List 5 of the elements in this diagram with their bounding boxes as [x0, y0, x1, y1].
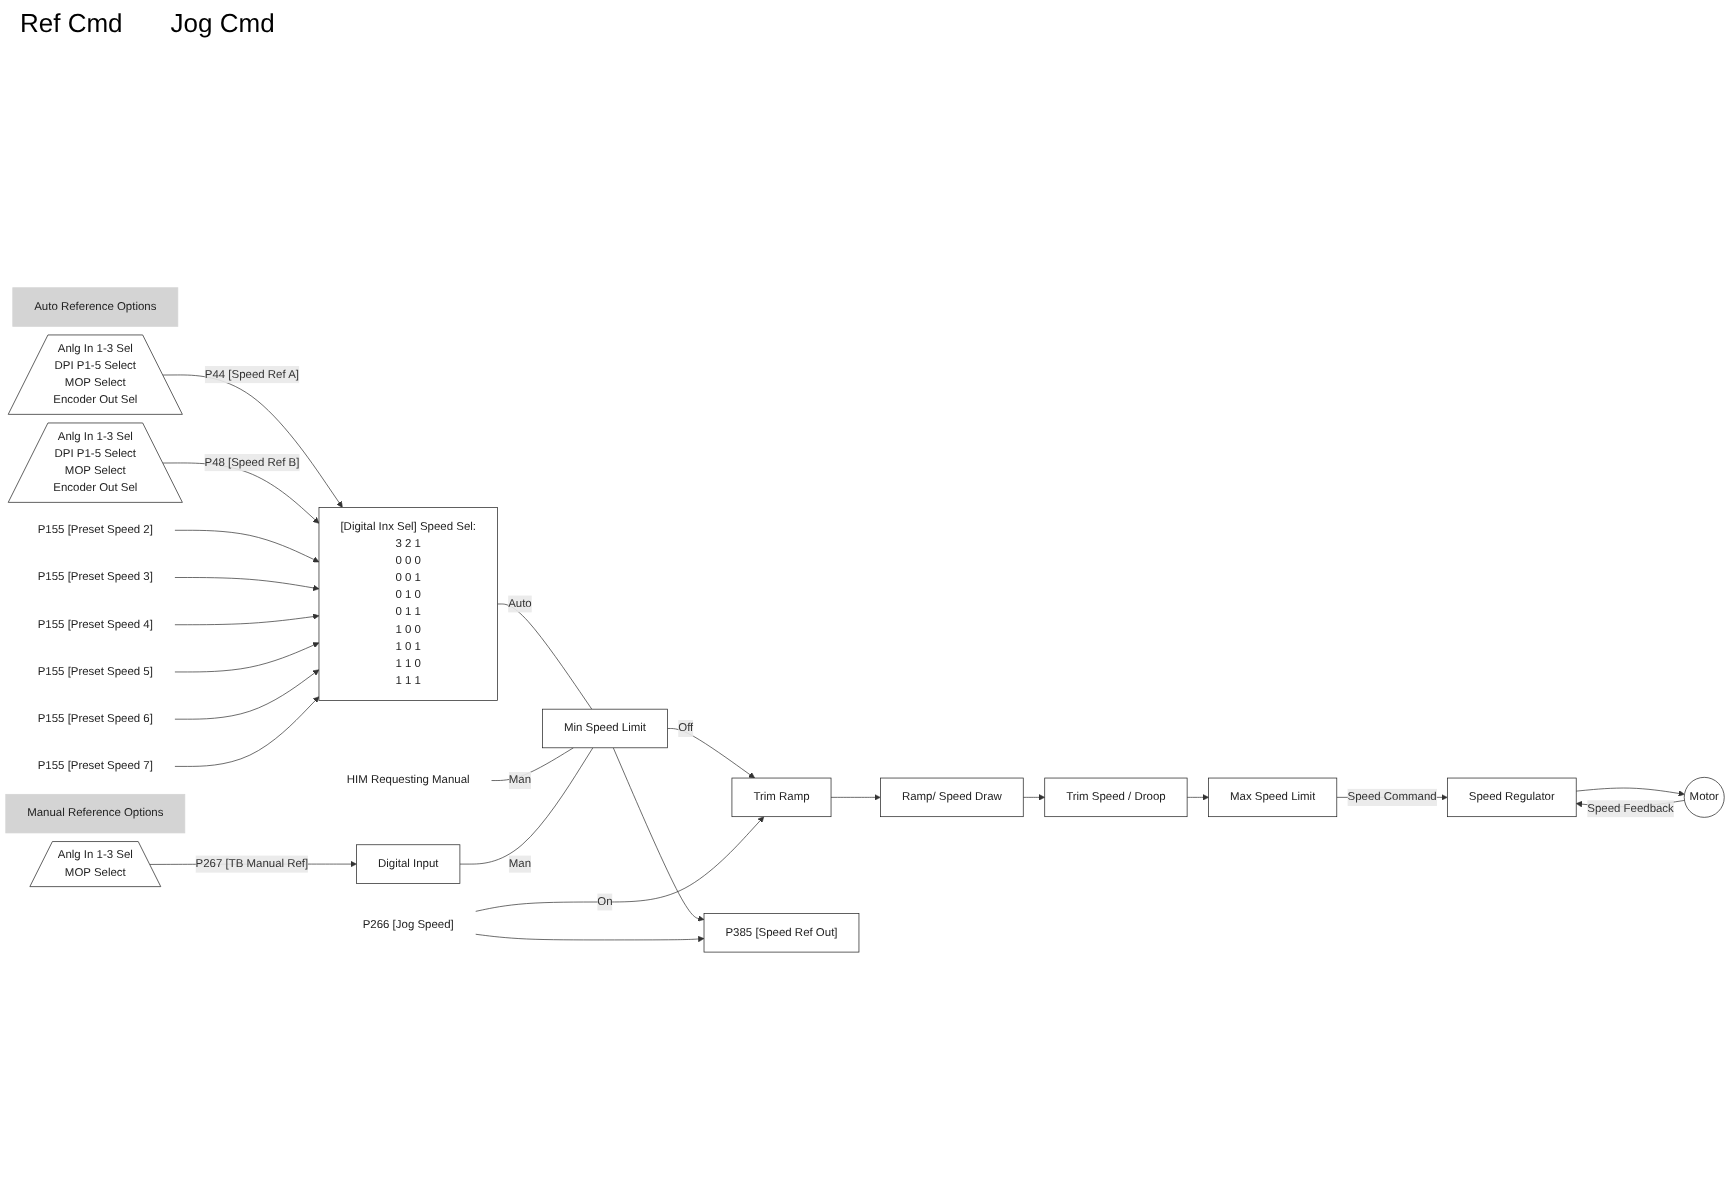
connector [459, 746, 594, 864]
connector [490, 746, 574, 780]
note-label: Jog Cmd [170, 8, 275, 38]
connector [497, 602, 593, 709]
note-label: Ref Cmd [20, 8, 123, 38]
